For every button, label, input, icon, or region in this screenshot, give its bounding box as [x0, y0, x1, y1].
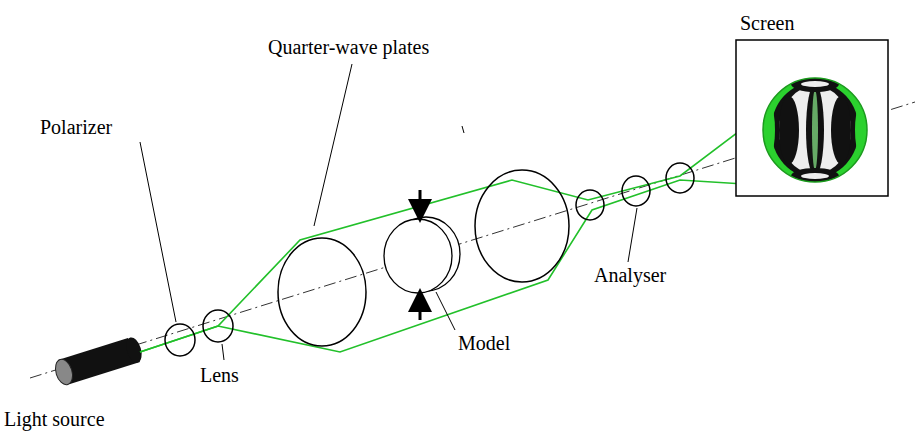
- light-source: [53, 336, 145, 387]
- model-disc: [384, 190, 460, 320]
- lens-disc: [576, 190, 604, 220]
- part-label: Screen: [740, 12, 794, 34]
- analyser-disc: [622, 176, 650, 206]
- quarter-wave-plate: [475, 170, 569, 282]
- part-label: Quarter-wave plates: [268, 36, 429, 58]
- quarter-wave-disc: [666, 163, 694, 193]
- light-rays: [140, 108, 838, 352]
- part-label: Polarizer: [40, 116, 112, 138]
- fringe-outline: [763, 78, 867, 182]
- leader-lines: [140, 64, 637, 360]
- quarter-wave-plate: [278, 238, 366, 346]
- fringe-pattern: [763, 76, 867, 184]
- part-label: Analyser: [594, 264, 666, 286]
- screen-frame: [736, 40, 888, 196]
- part-label: Model: [458, 332, 510, 354]
- part-label: Lens: [200, 364, 239, 386]
- part-label: Light source: [4, 408, 105, 430]
- polarizer-disc: [165, 324, 195, 356]
- lens-disc: [203, 310, 233, 342]
